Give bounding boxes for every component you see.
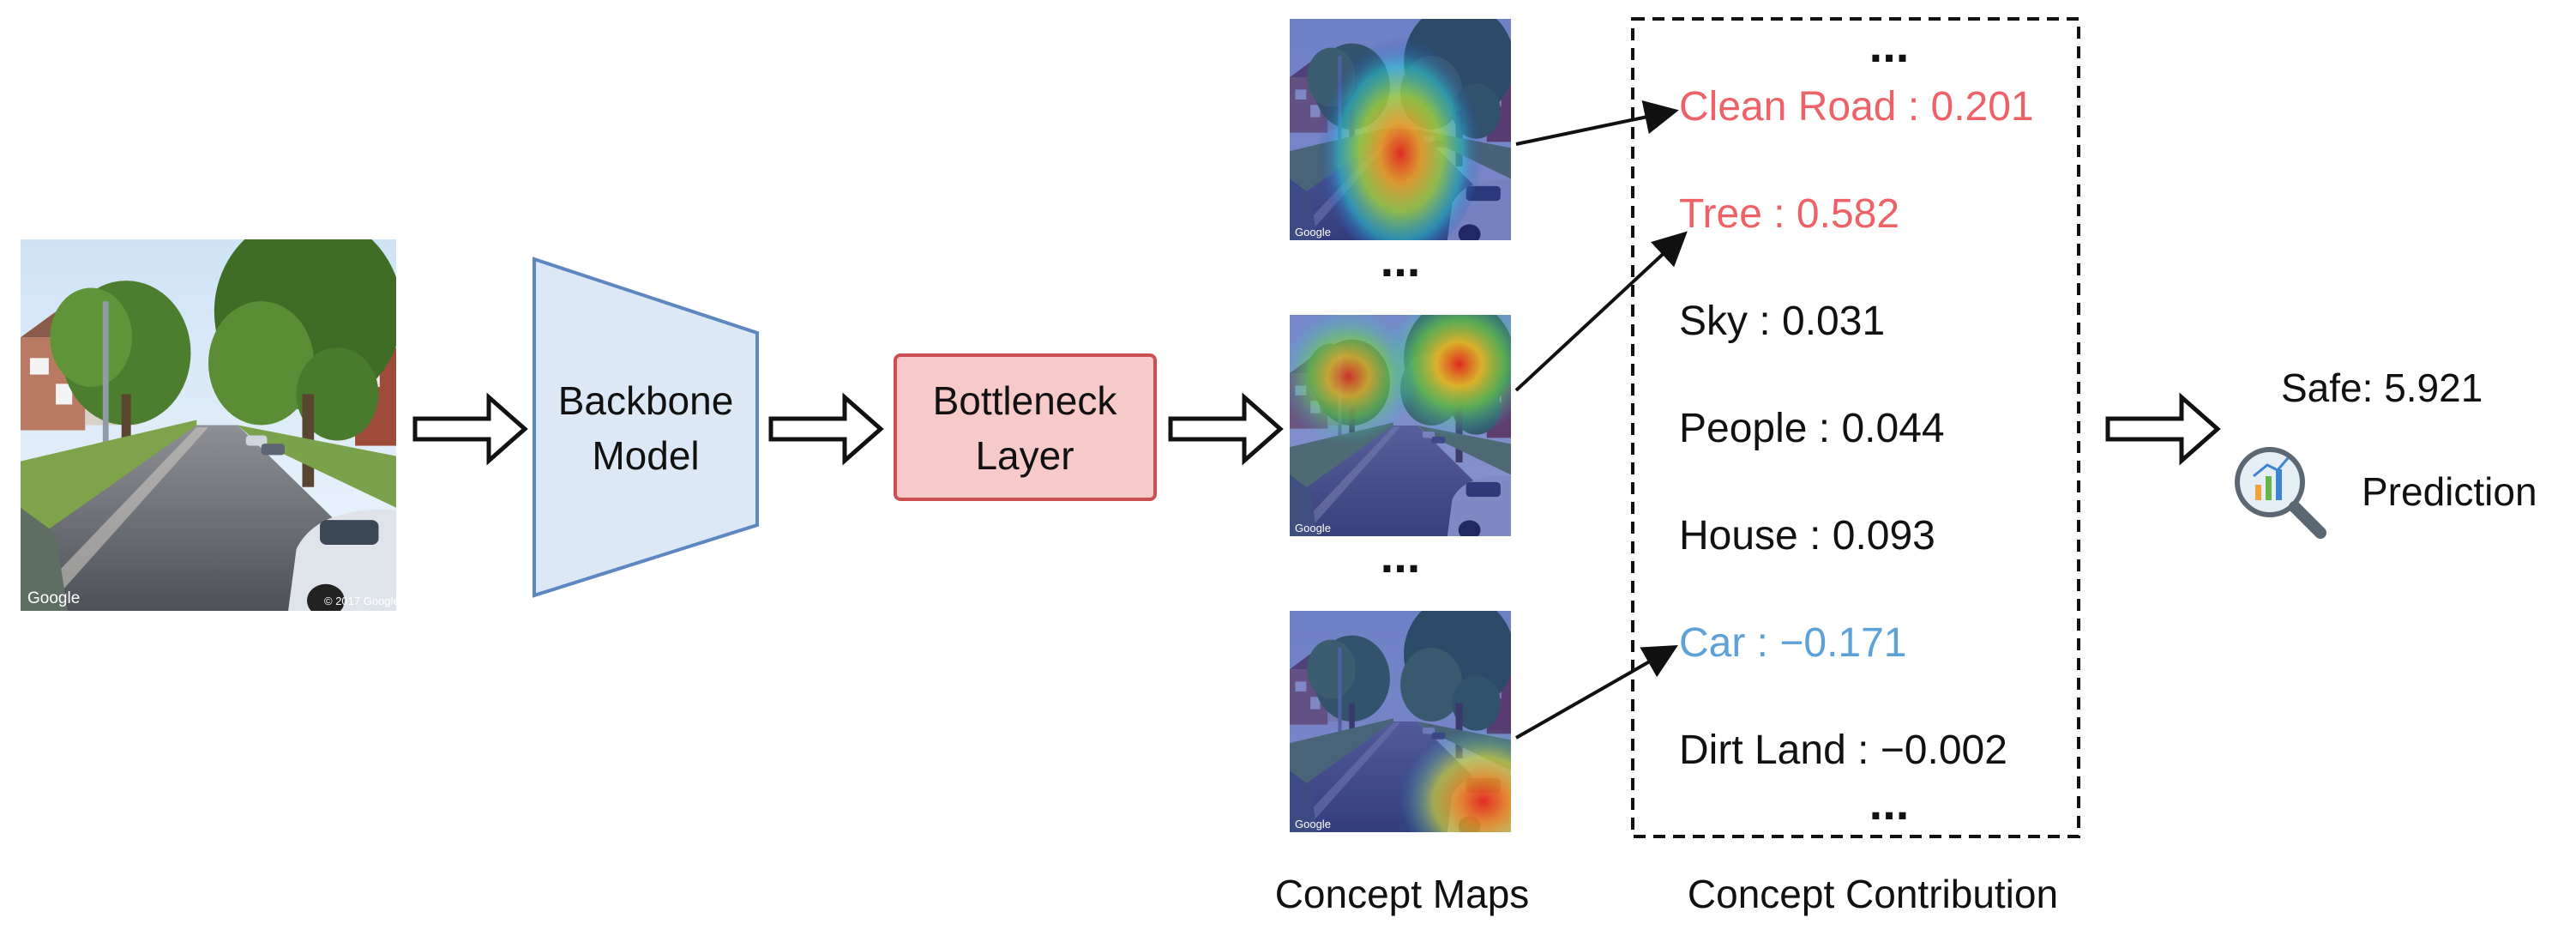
magnifier-chart-icon bbox=[2235, 447, 2326, 539]
contribution-item: Dirt Land : −0.002 bbox=[1679, 728, 2007, 773]
backbone-label-line1: Backbone bbox=[558, 378, 734, 423]
concept-contribution-label: Concept Contribution bbox=[1688, 872, 2058, 916]
input-street-image: Google © 2017 Google bbox=[21, 239, 400, 611]
concept-map-tree: Google bbox=[1290, 315, 1511, 536]
contribution-item: Car : −0.171 bbox=[1679, 620, 1907, 666]
bottleneck-label-line2: Layer bbox=[975, 433, 1074, 478]
backbone-label-line2: Model bbox=[592, 433, 699, 478]
contribution-item: Sky : 0.031 bbox=[1679, 299, 1885, 344]
link-arrow-road bbox=[1515, 100, 1679, 146]
contribution-item: House : 0.093 bbox=[1679, 513, 1935, 559]
contribution-item: People : 0.044 bbox=[1679, 406, 1945, 451]
flow-arrow-2 bbox=[768, 392, 884, 466]
concept-map-road: Google bbox=[1290, 19, 1511, 240]
concept-maps-label: Concept Maps bbox=[1275, 872, 1530, 916]
concept-map-road-credit: Google bbox=[1295, 226, 1331, 239]
flow-arrow-4 bbox=[2105, 392, 2221, 466]
bottleneck-label-line1: Bottleneck bbox=[933, 378, 1118, 423]
concept-contribution-box bbox=[1631, 17, 2080, 838]
flow-arrows bbox=[412, 392, 2221, 466]
prediction-label: Prediction bbox=[2362, 469, 2537, 514]
safe-score: Safe: 5.921 bbox=[2281, 365, 2483, 410]
input-image-watermark-right: © 2017 Google bbox=[324, 595, 400, 607]
concept-link-arrows bbox=[1514, 100, 1688, 740]
contribution-item: Tree : 0.582 bbox=[1679, 191, 1899, 237]
flow-arrow-1 bbox=[412, 392, 528, 466]
contribution-ellipsis-bottom: ... bbox=[1869, 776, 1910, 830]
link-arrow-car bbox=[1515, 645, 1678, 740]
concept-map-tree-credit: Google bbox=[1295, 522, 1331, 534]
concept-maps-ellipsis-1: ... bbox=[1381, 232, 1421, 287]
concept-map-car-credit: Google bbox=[1295, 818, 1331, 830]
bottleneck-layer-box bbox=[894, 353, 1157, 501]
concept-map-car: Google bbox=[1290, 611, 1511, 832]
input-image-watermark-left: Google bbox=[27, 589, 80, 607]
concept-maps-ellipsis-2: ... bbox=[1381, 528, 1421, 583]
contribution-item: Clean Road : 0.201 bbox=[1679, 84, 2034, 130]
link-arrow-tree bbox=[1514, 231, 1688, 392]
flow-arrow-3 bbox=[1168, 392, 1284, 466]
contribution-ellipsis-top: ... bbox=[1869, 18, 1910, 72]
backbone-model-shape bbox=[533, 257, 759, 598]
